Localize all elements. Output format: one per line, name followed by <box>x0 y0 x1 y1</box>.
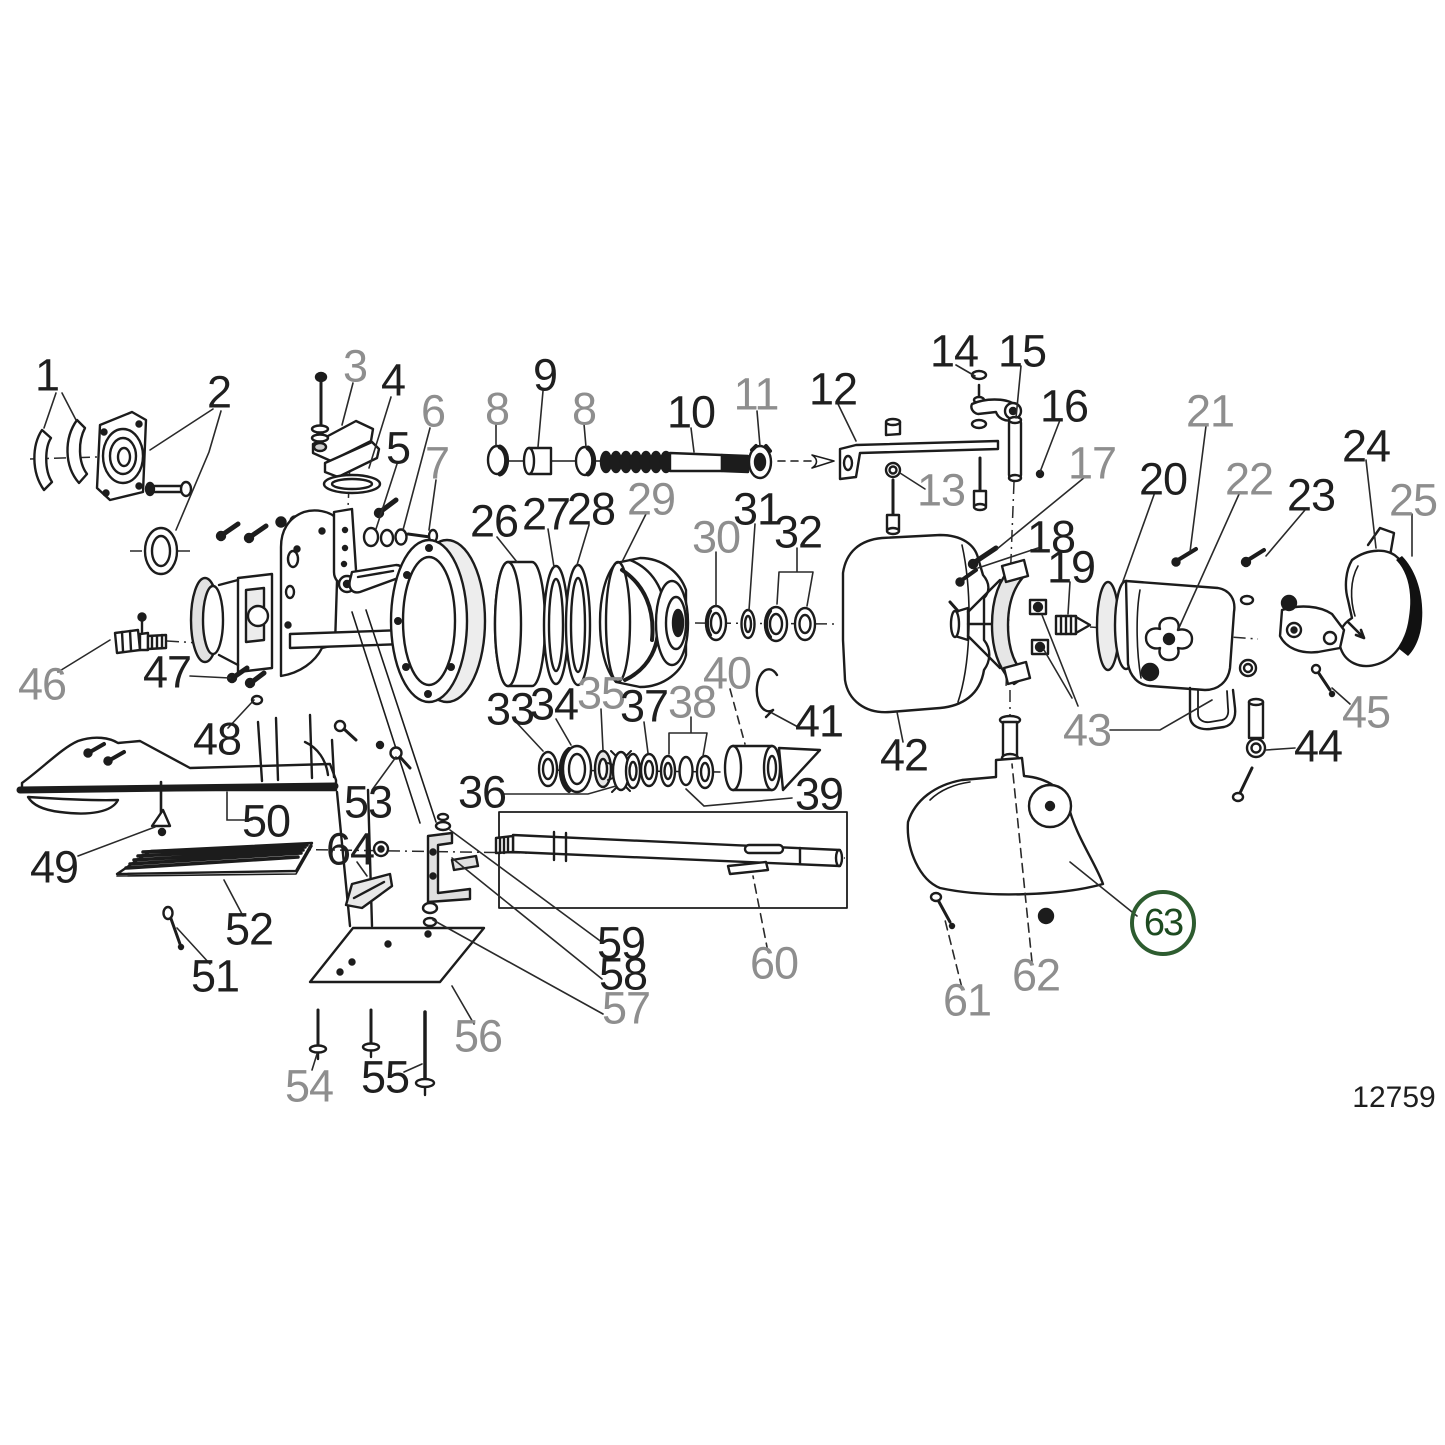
part-label: 52 <box>224 903 274 955</box>
part-label: 43 <box>1062 704 1112 756</box>
part-label: 2 <box>206 366 232 418</box>
part-label: 30 <box>691 511 741 563</box>
part-label-circled: 63 <box>1130 890 1196 956</box>
part-label: 51 <box>190 950 240 1002</box>
steering-helmet <box>311 419 375 463</box>
part-label: 37 <box>619 680 669 732</box>
part-label: 38 <box>667 676 717 728</box>
part-label: 41 <box>794 695 844 747</box>
part-label: 10 <box>666 386 716 438</box>
part-label: 49 <box>29 841 79 893</box>
part-label: 26 <box>469 495 519 547</box>
part-label: 15 <box>997 325 1047 377</box>
trim-tab-anode <box>906 756 1105 896</box>
part-label: 6 <box>420 385 446 437</box>
part-label: 55 <box>360 1051 410 1103</box>
part-label: 45 <box>1341 686 1391 738</box>
part-label: 22 <box>1224 453 1274 505</box>
part-label: 42 <box>879 729 929 781</box>
part-label: 5 <box>385 422 411 474</box>
part-label: 61 <box>942 974 992 1026</box>
part-label: 39 <box>794 768 844 820</box>
part-label: 14 <box>929 325 979 377</box>
part-label: 48 <box>192 713 242 765</box>
part-label: 8 <box>571 383 597 435</box>
part-label: 24 <box>1341 420 1391 472</box>
part-label: 28 <box>566 483 616 535</box>
part-label: 46 <box>17 658 67 710</box>
part-label: 59 <box>596 917 646 969</box>
part-label: 60 <box>749 937 799 989</box>
part-label: 13 <box>916 464 966 516</box>
part-label: 44 <box>1293 720 1343 772</box>
exhaust-y-pipe <box>1338 549 1413 668</box>
part-label: 47 <box>142 646 192 698</box>
part-label: 12 <box>808 363 858 415</box>
part-label: 8 <box>484 383 510 435</box>
grease-fitting <box>113 628 142 655</box>
part-label: 23 <box>1286 469 1336 521</box>
part-label: 4 <box>380 354 406 406</box>
part-label: 33 <box>485 683 535 735</box>
cavitation-plate <box>20 736 338 792</box>
part-label: 27 <box>521 488 571 540</box>
part-label: 20 <box>1138 453 1188 505</box>
group-frame <box>498 811 848 909</box>
support-strap <box>838 439 1000 481</box>
part-label: 9 <box>532 349 558 401</box>
part-label: 62 <box>1011 949 1061 1001</box>
part-label: 1 <box>34 349 60 401</box>
seal-ring <box>143 526 179 576</box>
part-label: 50 <box>241 795 291 847</box>
exhaust-housing <box>841 533 991 714</box>
part-shapes <box>16 369 1423 1097</box>
mount-bracket <box>426 831 472 904</box>
part-label: 19 <box>1046 541 1096 593</box>
part-label: 32 <box>773 506 823 558</box>
mount-plate <box>308 926 486 984</box>
part-label: 11 <box>733 368 780 420</box>
part-label: 21 <box>1185 385 1235 437</box>
part-label: 35 <box>576 667 626 719</box>
part-label: 17 <box>1067 437 1117 489</box>
part-label: 58 <box>598 948 648 1000</box>
part-label: 7 <box>424 437 450 489</box>
anode-crescent <box>1396 556 1423 656</box>
part-label: 36 <box>457 766 507 818</box>
part-label: 25 <box>1388 474 1438 526</box>
part-label: 3 <box>342 340 368 392</box>
part-label: 40 <box>702 647 752 699</box>
part-label: 29 <box>626 473 676 525</box>
retainer-ring-half <box>66 418 89 485</box>
bearing-carrier-ring <box>990 564 1028 686</box>
part-label: 53 <box>343 776 393 828</box>
prop-shaft <box>511 833 842 868</box>
part-label: 64 <box>325 823 375 875</box>
part-label: 34 <box>529 678 579 730</box>
part-label: 57 <box>601 982 651 1034</box>
part-label: 56 <box>453 1010 503 1062</box>
part-label: 31 <box>732 483 782 535</box>
drawing-number: 12759 <box>1352 1081 1436 1114</box>
part-label: 16 <box>1039 380 1089 432</box>
part-label: 18 <box>1026 511 1076 563</box>
part-label: 54 <box>284 1060 334 1112</box>
leader-lines <box>43 364 1413 1073</box>
retainer-ring-half <box>33 428 54 492</box>
transom-shield <box>279 509 340 678</box>
